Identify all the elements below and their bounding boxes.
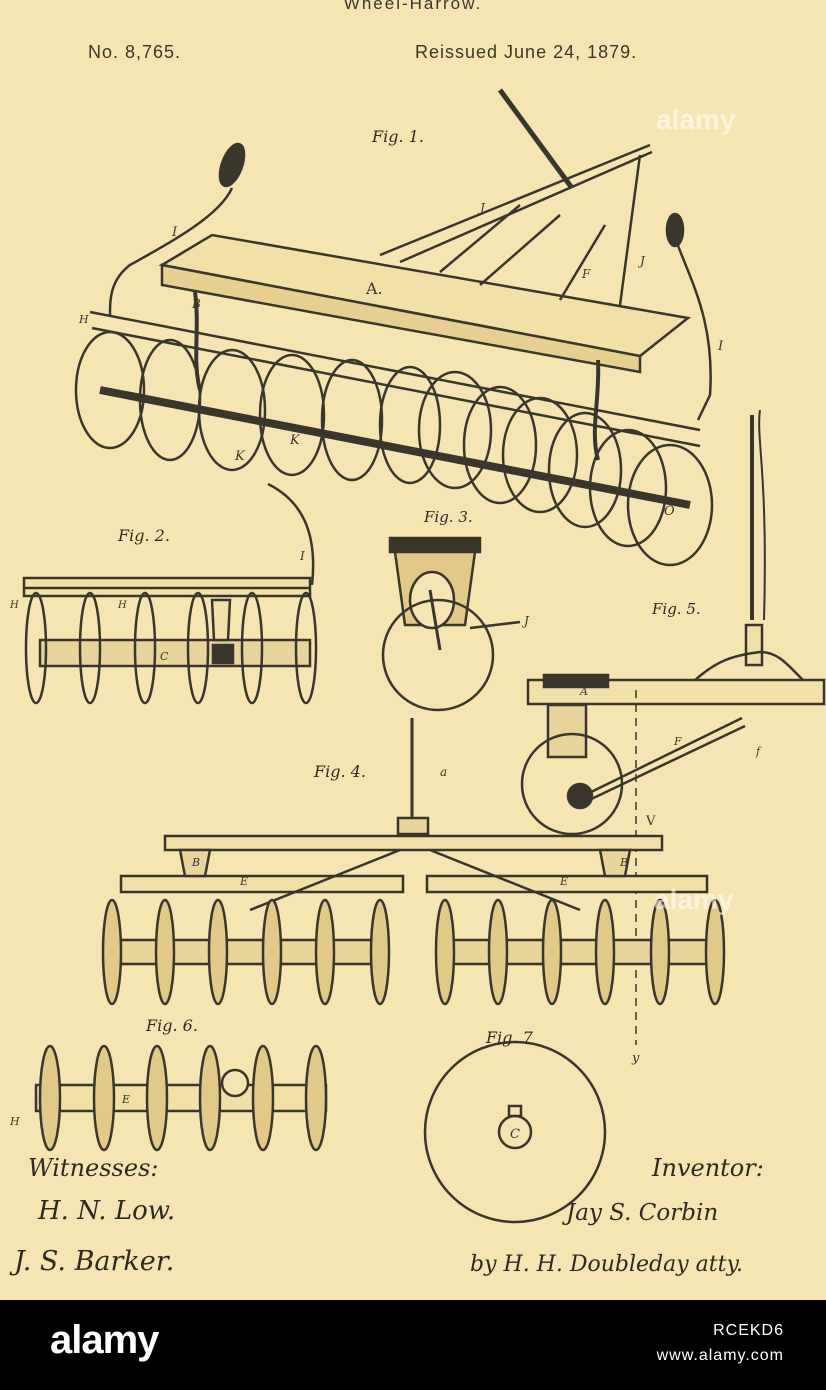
image-id-label: RCEKD6 [713,1322,784,1340]
svg-text:H: H [117,600,127,611]
watermark-mark: alamy [654,884,733,916]
site-url: www.alamy.com [657,1347,784,1365]
watermark-mark: alamy [656,104,735,136]
svg-text:J: J [521,614,530,628]
svg-text:C: C [160,650,169,663]
svg-text:B: B [191,297,201,311]
fig6-drawing: E H [9,1046,326,1150]
patent-sheet: Wheel-Harrow. No. 8,765. Reissued June 2… [0,0,826,1300]
fig3-label: Fig. 3. [424,508,473,526]
alamy-logo: alamy [50,1318,158,1363]
svg-text:F: F [581,267,591,281]
fig7-drawing: C [425,1042,605,1222]
svg-text:I: I [299,549,305,563]
svg-text:A.: A. [365,279,383,298]
svg-text:J: J [477,201,486,215]
svg-text:K: K [289,433,301,448]
svg-text:F: F [673,735,682,748]
inventor-label: Inventor: [652,1154,764,1182]
svg-text:H: H [9,600,19,611]
inventor-signature: Jay S. Corbin [566,1200,718,1226]
fig1-drawing: A. B K K O I I J J F H [76,90,724,565]
svg-text:a: a [440,765,447,779]
svg-text:A: A [565,673,574,686]
svg-text:O: O [664,504,675,519]
attorney-signature: by H. H. Doubleday atty. [470,1252,743,1277]
svg-text:J: J [637,254,646,268]
svg-text:E: E [559,875,568,888]
witnesses-label: Witnesses: [28,1154,158,1182]
fig2-label: Fig. 2. [118,526,170,545]
svg-text:V: V [645,814,656,829]
svg-text:H: H [9,1115,20,1128]
fig3-drawing: J [383,538,530,710]
svg-text:B: B [619,856,628,869]
svg-text:E: E [239,875,248,888]
fig4-drawing: a B B E E [103,718,724,1004]
fig4-label: Fig. 4. [314,762,366,781]
witness-signature-1: H. N. Low. [38,1196,175,1226]
fig5-label: Fig. 5. [652,600,701,618]
fig1-label: Fig. 1. [372,127,424,146]
svg-text:y: y [631,1051,640,1066]
svg-text:B: B [191,856,200,869]
svg-text:C: C [510,1127,520,1142]
fig7-label: Fig. 7 [486,1028,533,1047]
svg-text:I: I [717,339,724,354]
patent-drawing: A. B K K O I I J J F H [0,0,826,1300]
svg-text:H: H [78,313,89,326]
svg-text:K: K [234,449,246,464]
fig6-label: Fig. 6. [146,1016,198,1035]
svg-text:I: I [171,225,178,240]
svg-text:A: A [579,685,588,698]
fig2-drawing: C I H H [9,484,316,703]
svg-text:f: f [755,745,762,758]
svg-text:E: E [121,1093,130,1106]
witness-signature-2: J. S. Barker. [14,1246,174,1277]
